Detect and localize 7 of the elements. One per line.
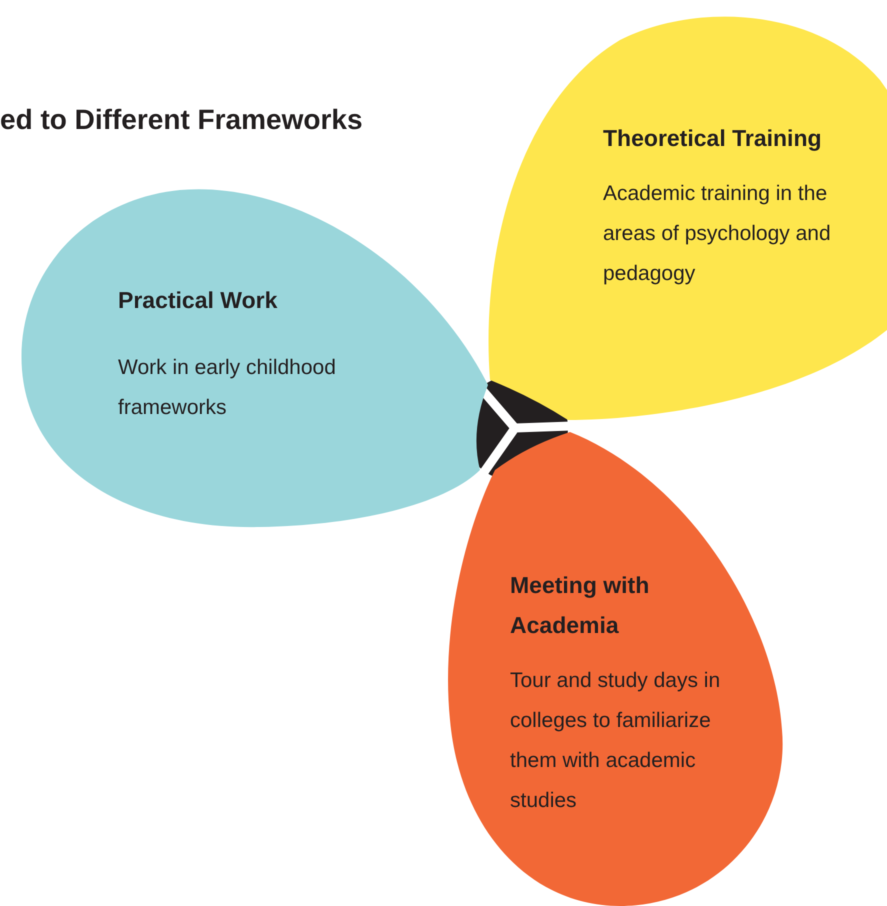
petal-description: Academic training in the areas of psychology and pedagogy (603, 181, 832, 287)
petal-description: Tour and study days in colleges to familiarize them with academic studies (510, 668, 722, 814)
petal-heading: Theoretical Training (603, 124, 822, 153)
petal-description: Work in early childhood frameworks (118, 355, 337, 421)
title: ed to Different Frameworks (0, 104, 363, 136)
petal-heading: Practical Work (118, 286, 278, 315)
petal-heading: Meeting with Academia (510, 571, 650, 640)
